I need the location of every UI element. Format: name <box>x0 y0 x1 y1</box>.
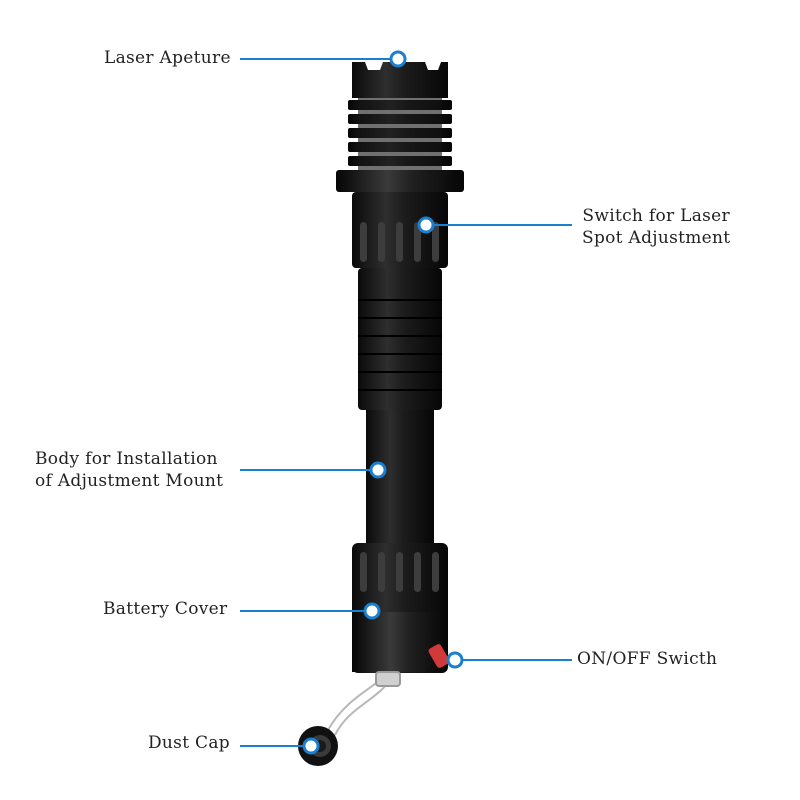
onoff-switch <box>428 644 450 668</box>
label-onoff-switch: ON/OFF Swicth <box>577 648 717 670</box>
head-fins <box>348 98 452 172</box>
label-laser-aperture: Laser Apeture <box>104 47 231 69</box>
label-dustcap-text: Dust Cap <box>148 733 230 753</box>
aperture-marker <box>389 50 407 68</box>
label-battery-cover: Battery Cover <box>103 598 227 620</box>
label-body-line1: Body for Installation <box>35 449 218 469</box>
head-flange <box>336 170 464 192</box>
label-body-installation: Body for Installation of Adjustment Moun… <box>35 448 223 492</box>
body-marker <box>369 461 387 479</box>
label-spot-line1: Switch for Laser <box>582 206 730 226</box>
label-spot-line2: Spot Adjustment <box>582 228 731 248</box>
head-crown <box>352 62 448 98</box>
label-battery-text: Battery Cover <box>103 599 228 619</box>
switch-marker <box>446 651 464 669</box>
dustcap-marker <box>302 737 320 755</box>
battery-marker <box>363 602 381 620</box>
dust-cap-chain <box>327 671 401 736</box>
callout-lines <box>240 58 572 747</box>
label-switch-text: ON/OFF Swicth <box>577 649 718 669</box>
label-body-line2: of Adjustment Mount <box>35 471 224 491</box>
spot-collar-grooves <box>360 222 439 262</box>
label-spot-adjustment: Switch for Laser Spot Adjustment <box>582 205 730 249</box>
tail-cap <box>352 612 448 672</box>
upper-body-rings <box>358 299 442 391</box>
callout-markers <box>302 50 464 755</box>
upper-body <box>358 268 442 410</box>
label-laser-aperture-text: Laser Apeture <box>104 48 231 68</box>
laser-pointer <box>298 62 464 766</box>
spot-marker <box>417 216 435 234</box>
battery-grooves <box>360 552 439 592</box>
label-dust-cap: Dust Cap <box>148 732 230 754</box>
